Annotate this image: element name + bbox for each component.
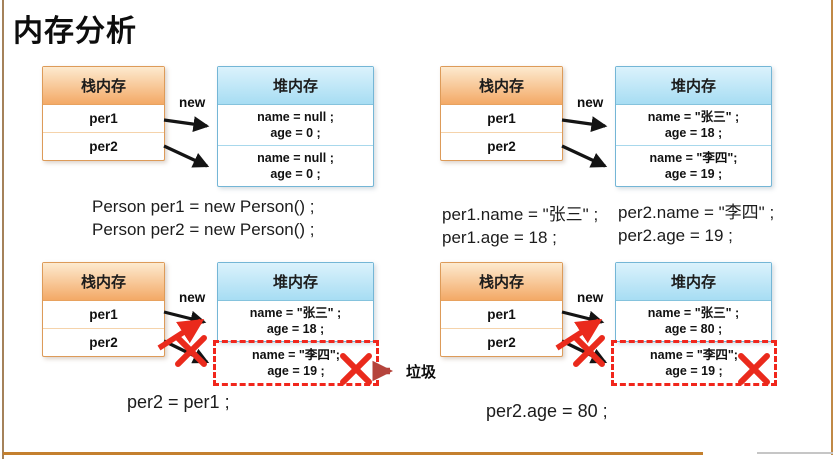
- bottom-border-gray-segment: [757, 452, 833, 454]
- code-line: per2.name = "李四" ;: [618, 203, 775, 222]
- stack-memory-box-q2: 栈内存 per1 per2: [440, 66, 563, 161]
- heap-header: 堆内存: [616, 263, 771, 301]
- code-block-q2-col1: per1.name = "张三" ; per1.age = 18 ;: [442, 203, 598, 249]
- heap-age-line: age = 18 ;: [266, 322, 325, 336]
- heap-object-2: name = null ; age = 0 ;: [218, 146, 373, 186]
- heap-name-line: name = "张三" ;: [647, 306, 740, 320]
- code-line: per2 = per1 ;: [127, 392, 230, 412]
- heap-name-line: name = "张三" ;: [249, 306, 342, 320]
- stack-header: 栈内存: [43, 263, 164, 301]
- heap-object-1: name = null ; age = 0 ;: [218, 105, 373, 146]
- stack-row-per1: per1: [441, 105, 562, 133]
- right-border-line: [831, 0, 833, 455]
- heap-age-line: age = 0 ;: [270, 167, 321, 181]
- new-keyword-label: new: [179, 95, 206, 110]
- left-border-line: [2, 0, 4, 459]
- reassign-arrow: [157, 318, 205, 351]
- heap-age-line: age = 18 ;: [664, 126, 723, 140]
- heap-object-1: name = "张三" ; age = 18 ;: [616, 105, 771, 146]
- heap-header: 堆内存: [218, 263, 373, 301]
- stack-header: 栈内存: [441, 263, 562, 301]
- heap-memory-box-q1: 堆内存 name = null ; age = 0 ; name = null …: [217, 66, 374, 187]
- heap-memory-box-q2: 堆内存 name = "张三" ; age = 18 ; name = "李四"…: [615, 66, 772, 187]
- stack-row-per2: per2: [89, 335, 118, 350]
- code-line: per2.age = 80 ;: [486, 401, 608, 421]
- pointer-arrows-q1: [163, 116, 210, 168]
- stack-header: 栈内存: [43, 67, 164, 105]
- heap-object-1: name = "张三" ; age = 80 ;: [616, 301, 771, 341]
- stack-row-per1: per1: [43, 105, 164, 133]
- pointer-arrows-q2: [561, 116, 608, 168]
- heap-name-line: name = "李四";: [649, 151, 738, 165]
- new-keyword-label: new: [577, 290, 604, 305]
- heap-name-line: name = "李四";: [650, 348, 738, 362]
- code-block-q4: per2.age = 80 ;: [486, 400, 608, 423]
- garbage-label: 垃圾: [406, 364, 437, 381]
- code-line: Person per2 = new Person() ;: [92, 220, 315, 239]
- heap-header: 堆内存: [218, 67, 373, 105]
- code-block-q2-col2: per2.name = "李四" ; per2.age = 19 ;: [618, 201, 774, 247]
- stack-header: 栈内存: [441, 67, 562, 105]
- heap-object-2: name = "李四"; age = 19 ;: [616, 146, 771, 186]
- stack-row-per2: per2: [89, 139, 118, 154]
- bottom-border-line: [3, 452, 703, 455]
- heap-name-line: name = null ;: [257, 110, 334, 124]
- code-line: Person per1 = new Person() ;: [92, 197, 315, 216]
- heap-object-1: name = "张三" ; age = 18 ;: [218, 301, 373, 341]
- heap-age-line: age = 0 ;: [270, 126, 321, 140]
- heap-age-line: age = 19 ;: [267, 364, 325, 378]
- new-keyword-label: new: [179, 290, 206, 305]
- stack-memory-box-q1: 栈内存 per1 per2: [42, 66, 165, 161]
- new-keyword-label: new: [577, 95, 604, 110]
- reassign-arrow: [555, 318, 603, 351]
- garbage-object-dashed-box: name = "李四"; age = 19 ;: [611, 340, 777, 386]
- heap-header: 堆内存: [616, 67, 771, 105]
- stack-memory-box-q3: 栈内存 per1 per2: [42, 262, 165, 357]
- page-title: 内存分析: [13, 15, 137, 48]
- code-line: per1.name = "张三" ;: [442, 205, 599, 224]
- heap-age-line: age = 19 ;: [665, 364, 723, 378]
- code-block-q3: per2 = per1 ;: [127, 391, 230, 414]
- stack-memory-box-q4: 栈内存 per1 per2: [440, 262, 563, 357]
- garbage-object-dashed-box: name = "李四"; age = 19 ;: [213, 340, 379, 386]
- heap-name-line: name = null ;: [257, 151, 334, 165]
- cross-out-icon: [573, 335, 605, 367]
- heap-name-line: name = "李四";: [252, 348, 340, 362]
- cross-out-icon: [175, 335, 207, 367]
- stack-row-per2: per2: [487, 335, 516, 350]
- stack-row-per1: per1: [43, 301, 164, 329]
- code-line: per1.age = 18 ;: [442, 228, 557, 247]
- code-line: per2.age = 19 ;: [618, 226, 733, 245]
- code-block-q1: Person per1 = new Person() ; Person per2…: [92, 195, 315, 241]
- stack-row-per1: per1: [441, 301, 562, 329]
- heap-age-line: age = 19 ;: [664, 167, 723, 181]
- heap-memory-box-q4: 堆内存 name = "张三" ; age = 80 ;: [615, 262, 772, 342]
- heap-age-line: age = 80 ;: [664, 322, 723, 336]
- heap-memory-box-q3: 堆内存 name = "张三" ; age = 18 ;: [217, 262, 374, 342]
- heap-name-line: name = "张三" ;: [647, 110, 740, 124]
- stack-row-per2: per2: [487, 139, 516, 154]
